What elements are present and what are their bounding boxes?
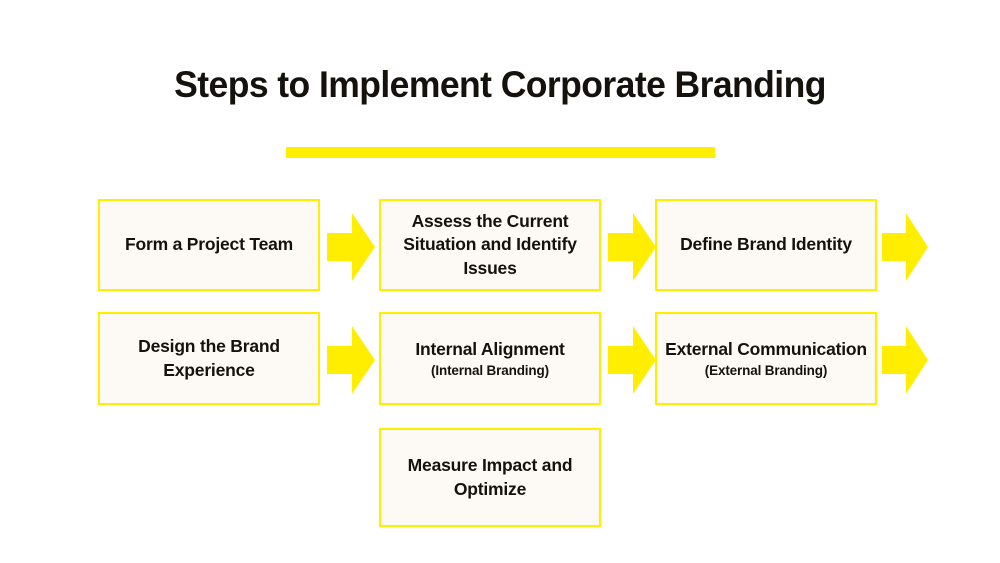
step-box-3[interactable]: Define Brand Identity: [655, 199, 877, 291]
step-box-7[interactable]: Measure Impact and Optimize: [379, 428, 601, 527]
arrow-right-icon: [608, 211, 656, 283]
arrow-right-icon: [327, 324, 375, 396]
arrow-right-icon: [608, 324, 656, 396]
step-label: External Communication: [665, 338, 867, 359]
step-box-6[interactable]: External Communication (External Brandin…: [655, 312, 877, 405]
step-label: Define Brand Identity: [680, 234, 852, 255]
step-label: Internal Alignment: [415, 338, 565, 359]
arrow-right-icon: [882, 324, 928, 396]
step-box-1[interactable]: Form a Project Team: [98, 199, 320, 291]
arrow-right-icon: [882, 211, 928, 283]
step-box-4[interactable]: Design the Brand Experience: [98, 312, 320, 405]
step-label: Design the Brand Experience: [138, 336, 280, 380]
step-sublabel: (Internal Branding): [431, 362, 549, 378]
step-box-5[interactable]: Internal Alignment (Internal Branding): [379, 312, 601, 405]
step-sublabel: (External Branding): [704, 362, 828, 378]
step-label: Assess the Current Situation and Identif…: [403, 210, 577, 278]
step-label: Measure Impact and Optimize: [407, 455, 573, 499]
title-underline-bar: [286, 147, 715, 158]
step-box-2[interactable]: Assess the Current Situation and Identif…: [379, 199, 601, 291]
step-label: Form a Project Team: [124, 234, 293, 255]
page-title: Steps to Implement Corporate Branding: [174, 64, 826, 105]
arrow-right-icon: [327, 211, 375, 283]
